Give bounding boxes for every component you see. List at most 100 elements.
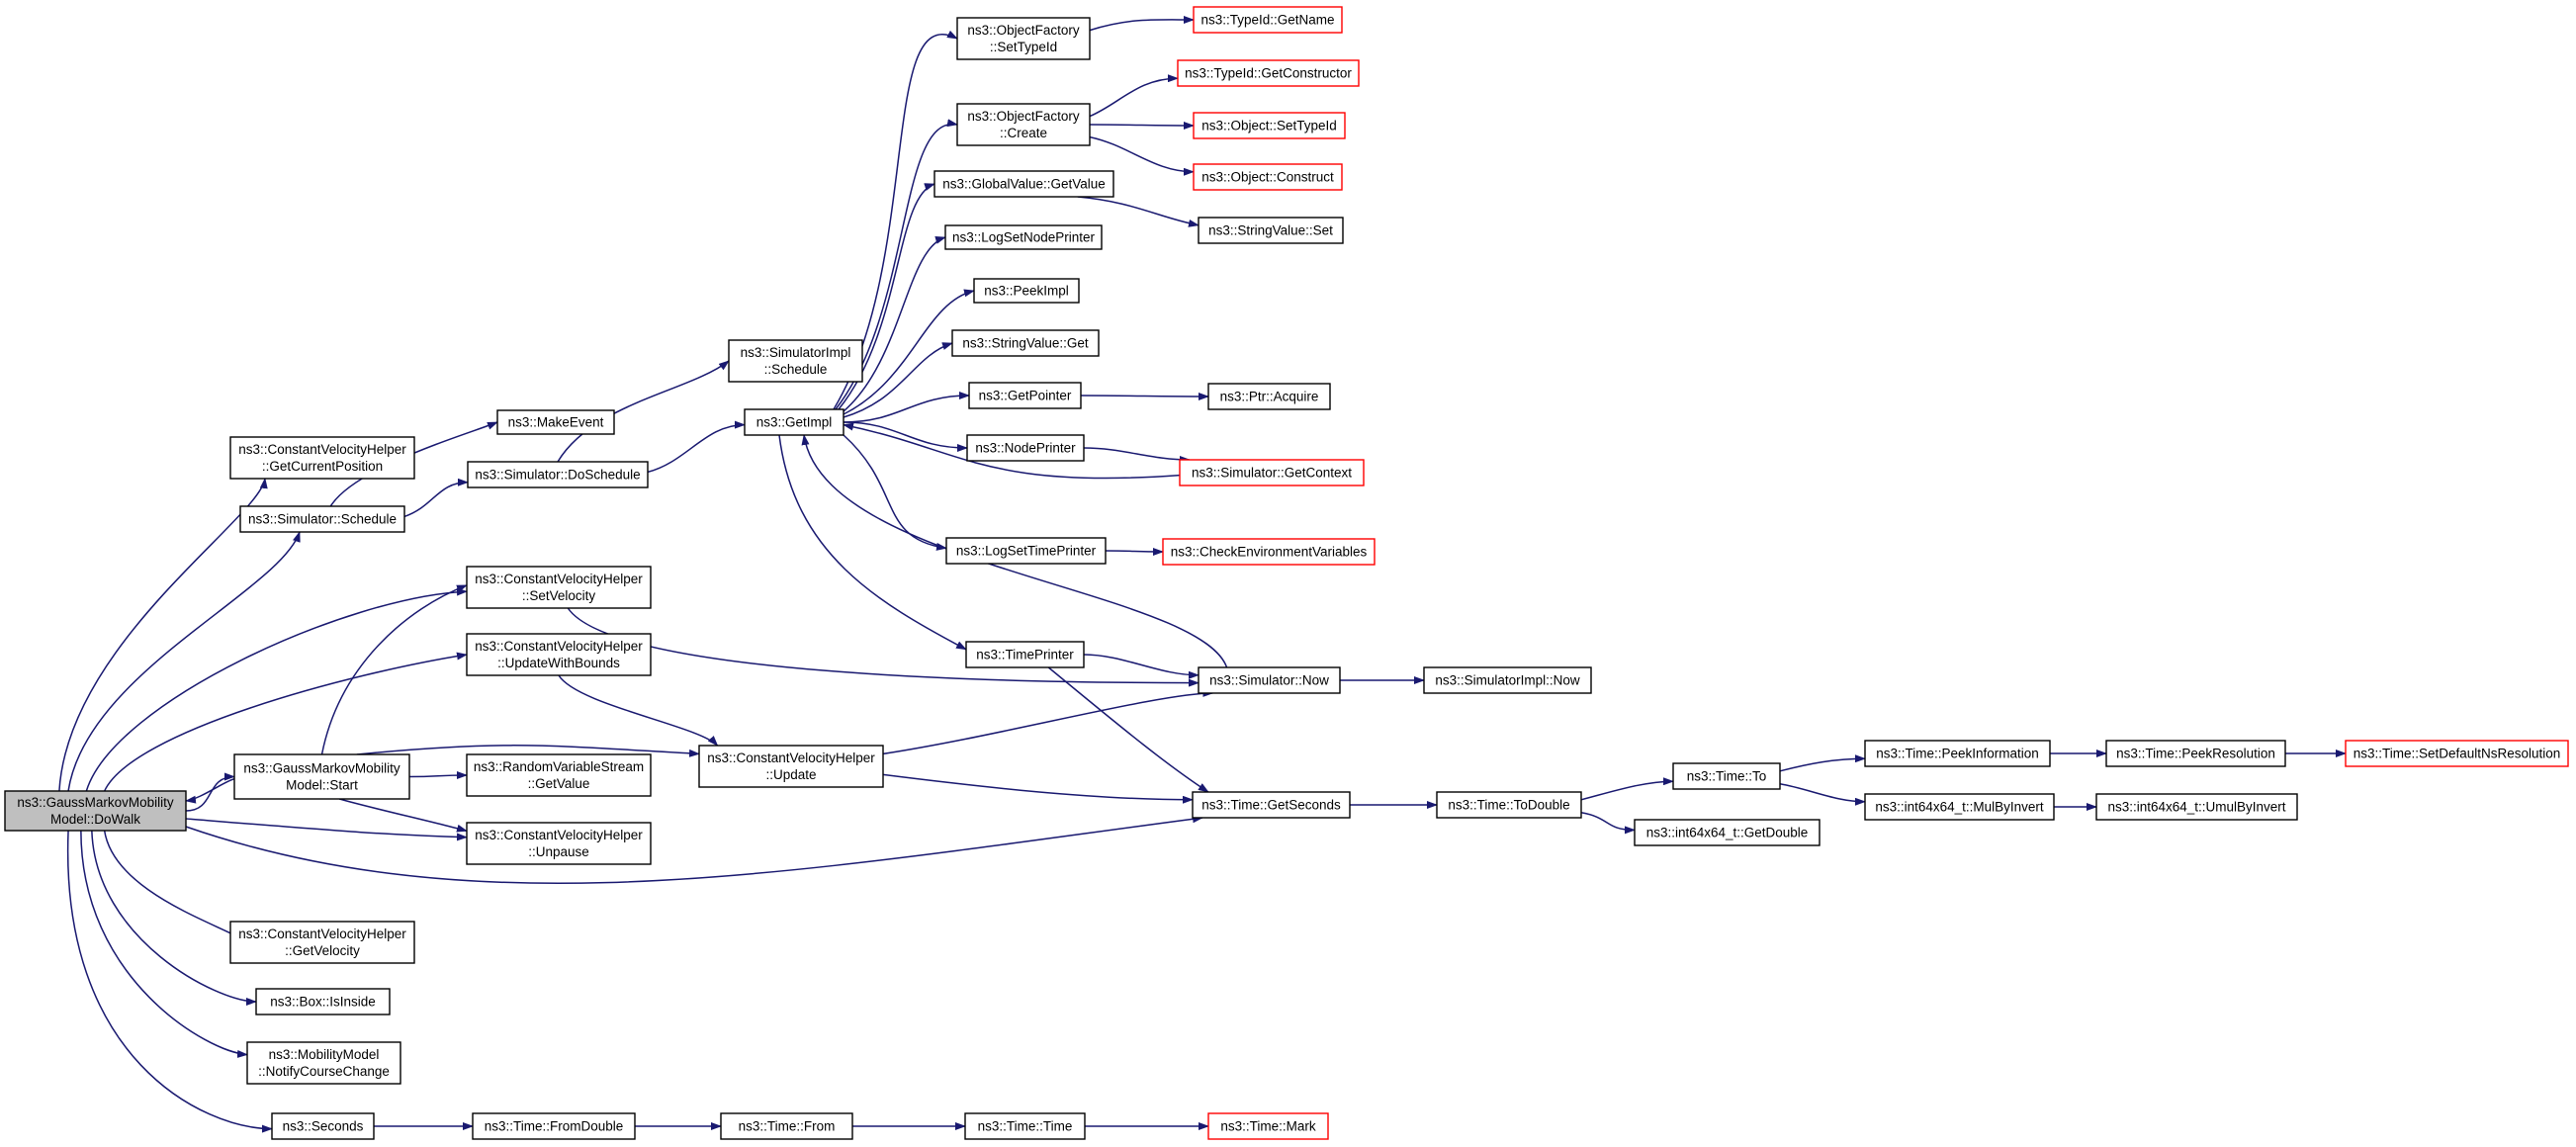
call-edge [882, 773, 1194, 804]
node-makeevent[interactable]: ns3::MakeEvent [496, 409, 615, 435]
call-edge [1047, 666, 1209, 793]
node-peekimpl[interactable]: ns3::PeekImpl [973, 278, 1080, 304]
node-time-mark[interactable]: ns3::Time::Mark [1207, 1112, 1329, 1140]
node-sim-getcontext[interactable]: ns3::Simulator::GetContext [1179, 459, 1365, 486]
node-label: ns3::GetPointer [979, 389, 1072, 403]
node-box [933, 170, 1114, 198]
node-box [229, 921, 415, 964]
call-edge [843, 236, 946, 412]
node-label: ns3::Time::Mark [1220, 1119, 1316, 1134]
call-edge [843, 434, 947, 551]
call-edge [801, 434, 1228, 668]
node-getpointer[interactable]: ns3::GetPointer [968, 382, 1082, 409]
node-box-isinside[interactable]: ns3::Box::IsInside [255, 988, 391, 1015]
call-edge [185, 772, 235, 812]
node-time-peekinformation[interactable]: ns3::Time::PeekInformation [1864, 740, 2051, 767]
node-of-create[interactable]: ns3::ObjectFactory::Create [956, 103, 1091, 146]
call-edge [80, 830, 248, 1058]
node-sim-schedule[interactable]: ns3::Simulator::Schedule [239, 505, 405, 533]
node-seconds[interactable]: ns3::Seconds [271, 1112, 375, 1140]
node-nodeprinter[interactable]: ns3::NodePrinter [966, 434, 1085, 462]
node-int64-umulbyinvert[interactable]: ns3::int64x64_t::UmulByInvert [2095, 793, 2298, 821]
node-sim-now[interactable]: ns3::Simulator::Now [1198, 666, 1341, 694]
node-logsettimeprinter[interactable]: ns3::LogSetTimePrinter [945, 537, 1107, 565]
node-label: ns3::ObjectFactory [967, 109, 1080, 124]
node-label: ns3::Seconds [283, 1119, 364, 1134]
call-edge [338, 798, 468, 833]
node-object-construct[interactable]: ns3::Object::Construct [1193, 163, 1343, 191]
node-typeid-getconstructor[interactable]: ns3::TypeId::GetConstructor [1177, 59, 1360, 87]
node-time-time[interactable]: ns3::Time::Time [964, 1112, 1086, 1140]
node-label: ns3::Time::ToDouble [1448, 798, 1569, 813]
node-cvh-getvelocity[interactable]: ns3::ConstantVelocityHelper::GetVelocity [229, 921, 415, 964]
call-edge [1089, 15, 1195, 32]
call-edge [356, 745, 700, 757]
node-box [1177, 59, 1360, 87]
node-ptr-acquire[interactable]: ns3::Ptr::Acquire [1207, 383, 1331, 410]
node-label: ns3::ConstantVelocityHelper [238, 926, 406, 941]
node-box [472, 1112, 636, 1140]
node-simimpl-schedule[interactable]: ns3::SimulatorImpl::Schedule [728, 339, 863, 383]
function-nodes: ns3::GaussMarkovMobilityModel::DoWalkns3… [4, 6, 2569, 1140]
node-globalvalue-getvalue[interactable]: ns3::GlobalValue::GetValue [933, 170, 1114, 198]
node-time-from[interactable]: ns3::Time::From [720, 1112, 853, 1140]
node-logsetnodeprinter[interactable]: ns3::LogSetNodePrinter [944, 224, 1103, 250]
call-edge [67, 531, 301, 792]
node-box [1193, 6, 1343, 34]
node-time-todouble[interactable]: ns3::Time::ToDouble [1436, 791, 1582, 819]
node-box [973, 278, 1080, 304]
node-box [720, 1112, 853, 1140]
call-edge [1083, 447, 1191, 464]
node-stringvalue-get[interactable]: ns3::StringValue::Get [951, 329, 1100, 357]
node-cvh-unpause[interactable]: ns3::ConstantVelocityHelper::Unpause [466, 822, 652, 865]
node-int64-mulbyinvert[interactable]: ns3::int64x64_t::MulByInvert [1864, 793, 2055, 821]
node-box [1207, 383, 1331, 410]
node-label: ns3::StringValue::Set [1208, 223, 1333, 238]
node-label: ns3::Object::Construct [1201, 170, 1334, 185]
call-edge [66, 830, 273, 1133]
call-edge [1779, 754, 1866, 772]
node-box [1162, 538, 1376, 566]
node-time-getseconds[interactable]: ns3::Time::GetSeconds [1192, 791, 1351, 819]
node-box [467, 461, 649, 488]
node-label: ns3::SimulatorImpl::Now [1435, 673, 1580, 688]
node-label: ns3::LogSetNodePrinter [952, 230, 1096, 245]
node-rvs-getvalue[interactable]: ns3::RandomVariableStream::GetValue [466, 753, 652, 797]
node-sim-doschedule[interactable]: ns3::Simulator::DoSchedule [467, 461, 649, 488]
node-label: ns3::GaussMarkovMobility [17, 795, 174, 810]
call-edge [185, 818, 468, 841]
node-cvh-update[interactable]: ns3::ConstantVelocityHelper::Update [698, 745, 884, 788]
node-label: ns3::Time::SetDefaultNsResolution [2354, 747, 2561, 761]
node-time-setdefaultnsres[interactable]: ns3::Time::SetDefaultNsResolution [2345, 740, 2569, 767]
node-cvh-getcurpos[interactable]: ns3::ConstantVelocityHelper::GetCurrentP… [229, 436, 415, 480]
node-label: ns3::Simulator::DoSchedule [475, 468, 640, 483]
call-edge [320, 584, 468, 755]
node-time-fromdouble[interactable]: ns3::Time::FromDouble [472, 1112, 636, 1140]
node-timeprinter[interactable]: ns3::TimePrinter [965, 641, 1085, 668]
call-edge [1089, 74, 1179, 118]
node-stringvalue-set[interactable]: ns3::StringValue::Set [1198, 217, 1344, 244]
call-edge [85, 587, 468, 792]
node-getimpl[interactable]: ns3::GetImpl [744, 408, 844, 436]
node-time-to[interactable]: ns3::Time::To [1672, 762, 1781, 790]
node-of-settypeid[interactable]: ns3::ObjectFactory::SetTypeId [956, 17, 1091, 60]
node-simimpl-now[interactable]: ns3::SimulatorImpl::Now [1423, 666, 1592, 694]
node-typeid-getname[interactable]: ns3::TypeId::GetName [1193, 6, 1343, 34]
call-edges [58, 15, 2347, 1133]
node-label: ns3::ObjectFactory [967, 23, 1080, 38]
node-mm-notify[interactable]: ns3::MobilityModel::NotifyCourseChange [246, 1041, 401, 1085]
node-time-peekresolution[interactable]: ns3::Time::PeekResolution [2105, 740, 2286, 767]
node-label: ns3::LogSetTimePrinter [956, 544, 1097, 559]
node-label: ::GetValue [528, 776, 590, 791]
node-cvh-updatewithbounds[interactable]: ns3::ConstantVelocityHelper::UpdateWithB… [466, 633, 652, 676]
node-cvh-setvelocity[interactable]: ns3::ConstantVelocityHelper::SetVelocity [466, 566, 652, 609]
node-object-settypeid[interactable]: ns3::Object::SetTypeId [1193, 112, 1346, 139]
node-int64-getdouble[interactable]: ns3::int64x64_t::GetDouble [1634, 819, 1821, 846]
node-box [956, 103, 1091, 146]
node-label: ns3::Time::PeekInformation [1876, 747, 2039, 761]
node-checkenv[interactable]: ns3::CheckEnvironmentVariables [1162, 538, 1376, 566]
node-label: ::Unpause [528, 844, 589, 859]
call-edge [557, 360, 730, 463]
